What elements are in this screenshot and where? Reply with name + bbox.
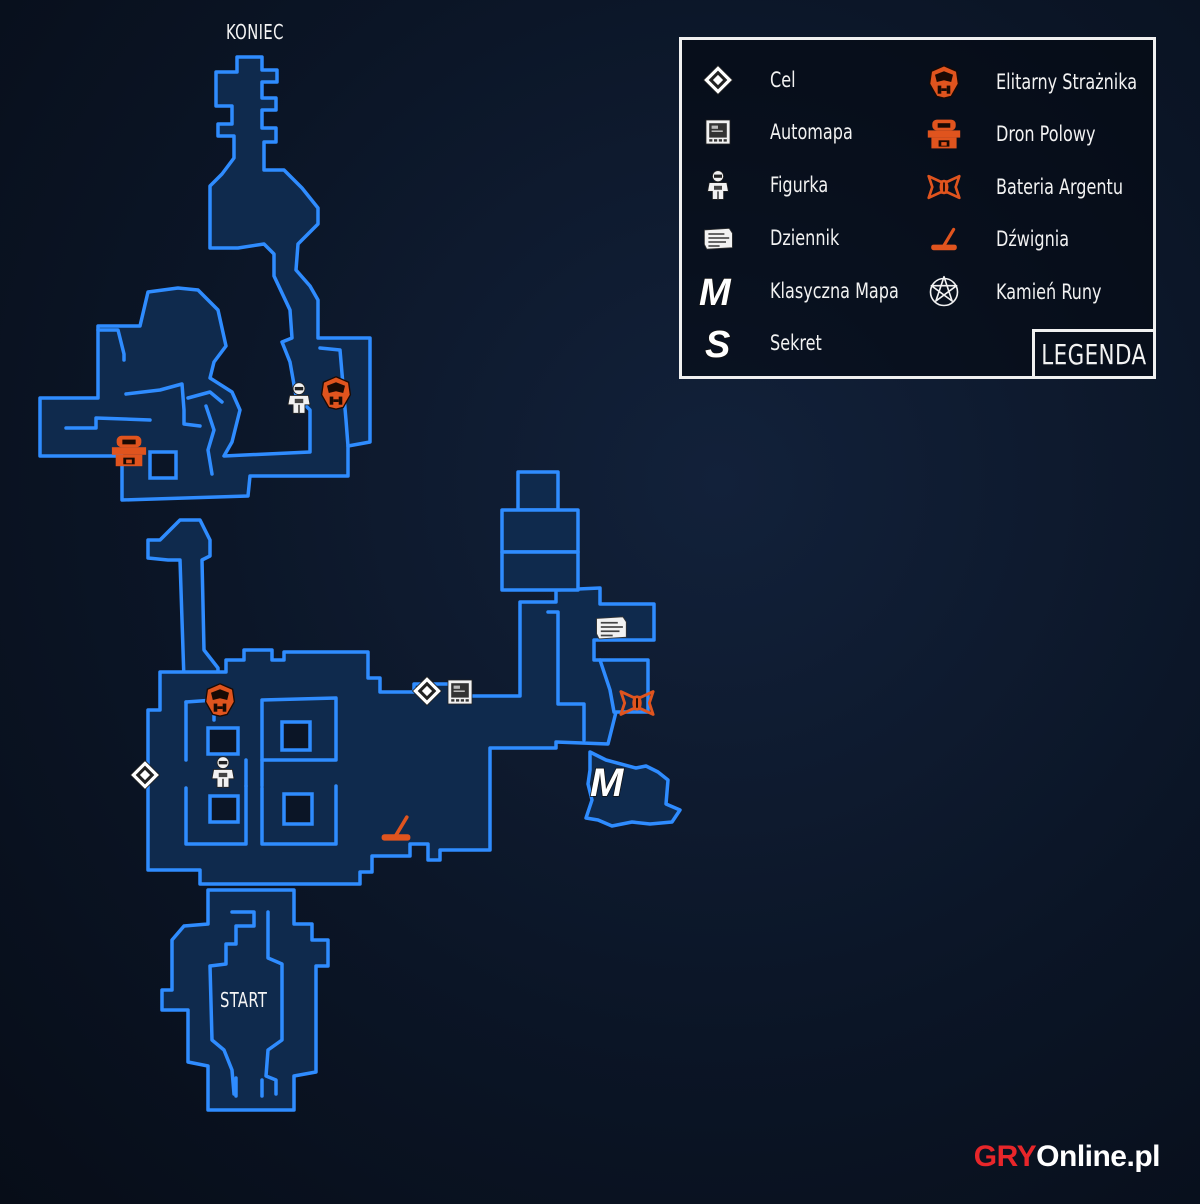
legend-item-objective: Cel	[698, 60, 800, 100]
wall-upper-2	[124, 382, 202, 428]
start-inner-2	[264, 910, 284, 1096]
secret-glyph: S	[705, 324, 730, 363]
pillar-1	[206, 726, 240, 756]
legend-label-journal: Dziennik	[770, 226, 840, 250]
field-drone-icon	[926, 116, 962, 152]
legend-item-journal: Dziennik	[698, 218, 852, 258]
legend-label-rune-stone: Kamień Runy	[996, 280, 1102, 304]
start-room	[160, 888, 330, 1112]
main-hall	[146, 586, 656, 886]
pillar-2	[280, 720, 312, 752]
figurine-icon	[702, 166, 734, 204]
wall-right-1	[546, 610, 586, 742]
field-drone-icon-upper	[111, 435, 147, 467]
legend-title: LEGENDA	[1032, 329, 1156, 379]
brand-part-gry: GRY	[973, 1140, 1037, 1173]
legend-item-secret: S Sekret	[698, 323, 831, 363]
legend-item-figurine: Figurka	[698, 165, 838, 205]
wall-right-2	[598, 658, 616, 714]
rune-stone-icon	[926, 274, 962, 310]
legend-label-figurine: Figurka	[770, 173, 829, 197]
tower-room-top	[516, 470, 560, 512]
pillar-upper	[148, 450, 178, 480]
legend-panel: Cel Automapa Figurka Dziennik M Klasyczn…	[679, 37, 1156, 379]
start-inner-3	[234, 1076, 264, 1098]
legend-item-field-drone: Dron Polowy	[924, 114, 1113, 154]
legend-label-lever: Dźwignia	[996, 227, 1070, 251]
end-corridor	[38, 55, 372, 502]
tower-room-mid	[500, 508, 580, 554]
pillar-3	[208, 794, 240, 824]
legend-item-argent-cell: Bateria Argentu	[924, 167, 1145, 207]
tower-room-low	[500, 550, 580, 592]
legend-item-elite-guard: Elitarny Strażnika	[924, 62, 1162, 102]
objective-diamond-icon	[701, 63, 735, 97]
brand-logo: GRYOnline.pl	[973, 1140, 1161, 1174]
secret-icon: S	[704, 323, 731, 363]
lever-icon	[926, 223, 962, 255]
automap-icon-map	[447, 679, 473, 705]
wall-upper-3	[64, 416, 152, 430]
classic-map-icon: M	[698, 271, 733, 311]
argent-cell-icon	[924, 169, 964, 205]
block-5	[244, 758, 264, 788]
start-label: START	[220, 988, 268, 1012]
legend-item-automap: Automapa	[698, 112, 867, 152]
right-lobe	[584, 750, 682, 828]
classic-map-glyph: M	[699, 272, 732, 311]
pillar-4	[282, 792, 314, 826]
automap-icon	[702, 116, 734, 148]
legend-label-automap: Automapa	[770, 120, 853, 144]
journal-icon	[698, 222, 738, 254]
elite-guard-icon	[926, 63, 962, 101]
journal-icon-map	[595, 616, 627, 640]
end-label: KONIEC	[226, 20, 284, 44]
classic-map-icon-map: M	[590, 761, 625, 805]
block-2	[260, 696, 338, 762]
connector-corridor	[146, 518, 220, 682]
legend-label-classic-map: Klasyczna Mapa	[770, 279, 899, 303]
wall-upper-5	[186, 390, 224, 404]
legend-label-objective: Cel	[770, 68, 796, 92]
legend-title-text: LEGENDA	[1041, 337, 1147, 371]
wall-upper-1	[96, 328, 126, 362]
legend-item-classic-map: M Klasyczna Mapa	[698, 271, 922, 311]
block-3	[184, 784, 248, 846]
start-inner	[208, 910, 256, 1096]
legend-label-secret: Sekret	[770, 331, 822, 355]
legend-item-lever: Dźwignia	[924, 219, 1082, 259]
legend-label-elite-guard: Elitarny Strażnika	[996, 70, 1138, 94]
legend-item-rune-stone: Kamień Runy	[924, 272, 1120, 312]
brand-part-online: Online.pl	[1036, 1140, 1160, 1173]
legend-label-field-drone: Dron Polowy	[996, 122, 1096, 146]
block-4	[260, 784, 338, 846]
wall-upper-4	[204, 404, 216, 476]
legend-label-argent-cell: Bateria Argentu	[996, 175, 1124, 199]
